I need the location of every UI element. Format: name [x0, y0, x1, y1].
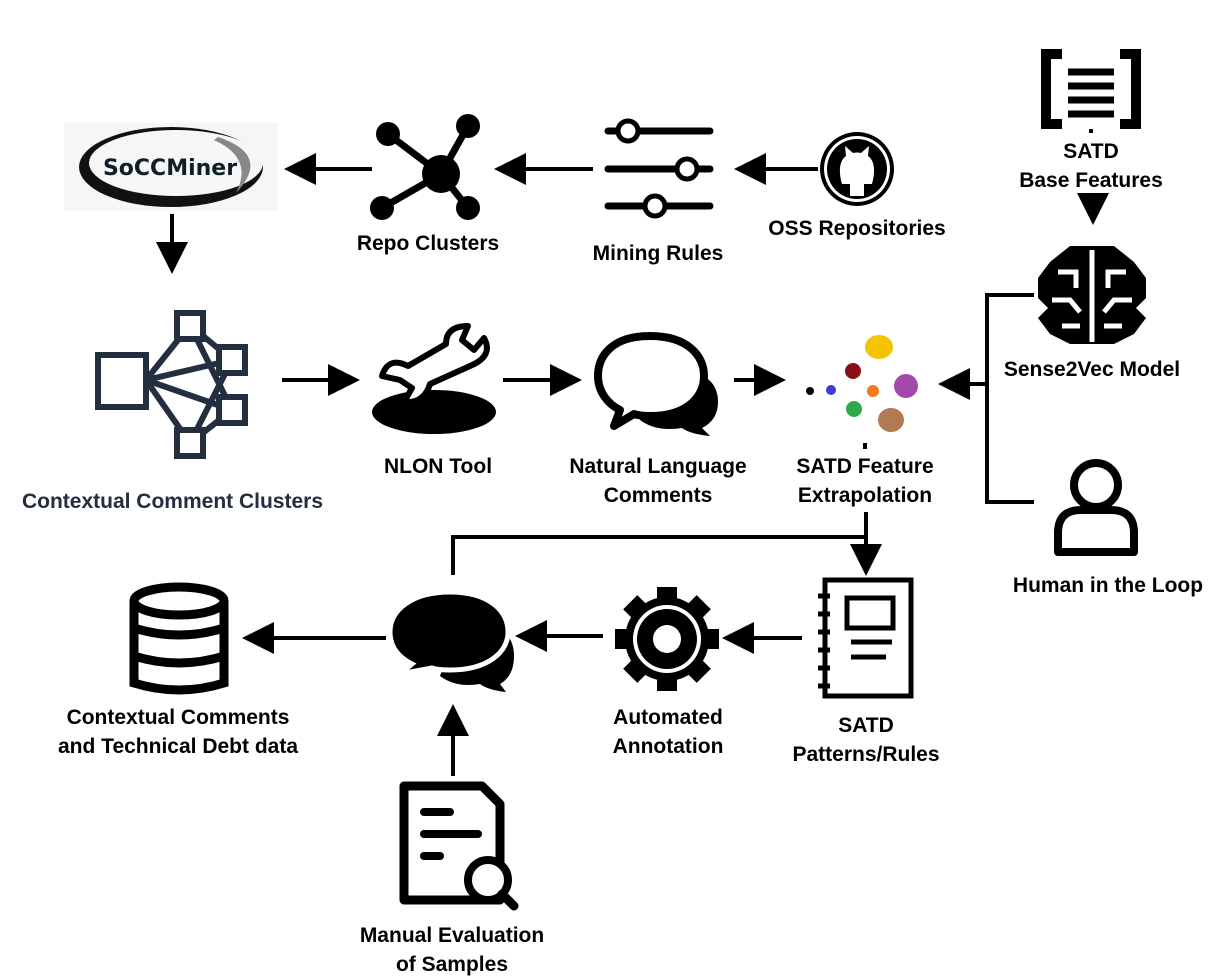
arrow-hub-feedback-loop	[451, 535, 866, 575]
hierarchy-cluster-icon	[95, 310, 248, 459]
document-search-icon	[399, 781, 519, 911]
label-repo-clusters: Repo Clusters	[356, 232, 500, 255]
brain-icon	[1038, 246, 1146, 344]
label-manual-evaluation: Manual Evaluation of Samples	[359, 924, 545, 976]
label-satd-feature-extrapolation: SATD Feature Extrapolation	[796, 455, 934, 507]
scatter-dots-icon	[806, 335, 918, 449]
soccminer-logo-text: SoCCMiner	[103, 156, 237, 181]
notebook-icon	[818, 577, 914, 699]
label-human-in-the-loop: Human in the Loop	[1012, 574, 1204, 597]
connectors	[156, 153, 1109, 776]
network-icon	[370, 114, 480, 220]
label-automated-annotation: Automated Annotation	[612, 706, 724, 758]
label-oss-repositories: OSS Repositories	[768, 217, 946, 240]
label-natural-language-comments: Natural Language Comments	[569, 455, 747, 507]
sliders-icon	[604, 118, 714, 219]
label-satd-patterns-rules: SATD Patterns/Rules	[792, 714, 940, 766]
wrench-icon	[372, 323, 496, 434]
label-sense2vec-model: Sense2Vec Model	[1003, 358, 1181, 381]
label-mining-rules: Mining Rules	[592, 242, 724, 265]
label-contextual-comments-td-data: Contextual Comments and Technical Debt d…	[58, 706, 298, 758]
label-contextual-comment-clusters: Contextual Comment Clusters	[21, 490, 324, 513]
label-satd-base-features: SATD Base Features	[1019, 140, 1163, 192]
database-icon	[129, 582, 229, 695]
person-icon	[1054, 459, 1138, 556]
chat-bubbles-icon	[594, 332, 718, 436]
soccminer-logo	[64, 123, 278, 211]
label-nlon-tool: NLON Tool	[383, 455, 493, 478]
list-brackets-icon	[1041, 49, 1141, 129]
bracket-sense2vec-human	[985, 293, 1034, 504]
gear-icon	[615, 587, 719, 691]
github-icon	[820, 132, 894, 206]
comments-hub-icon	[387, 589, 514, 692]
